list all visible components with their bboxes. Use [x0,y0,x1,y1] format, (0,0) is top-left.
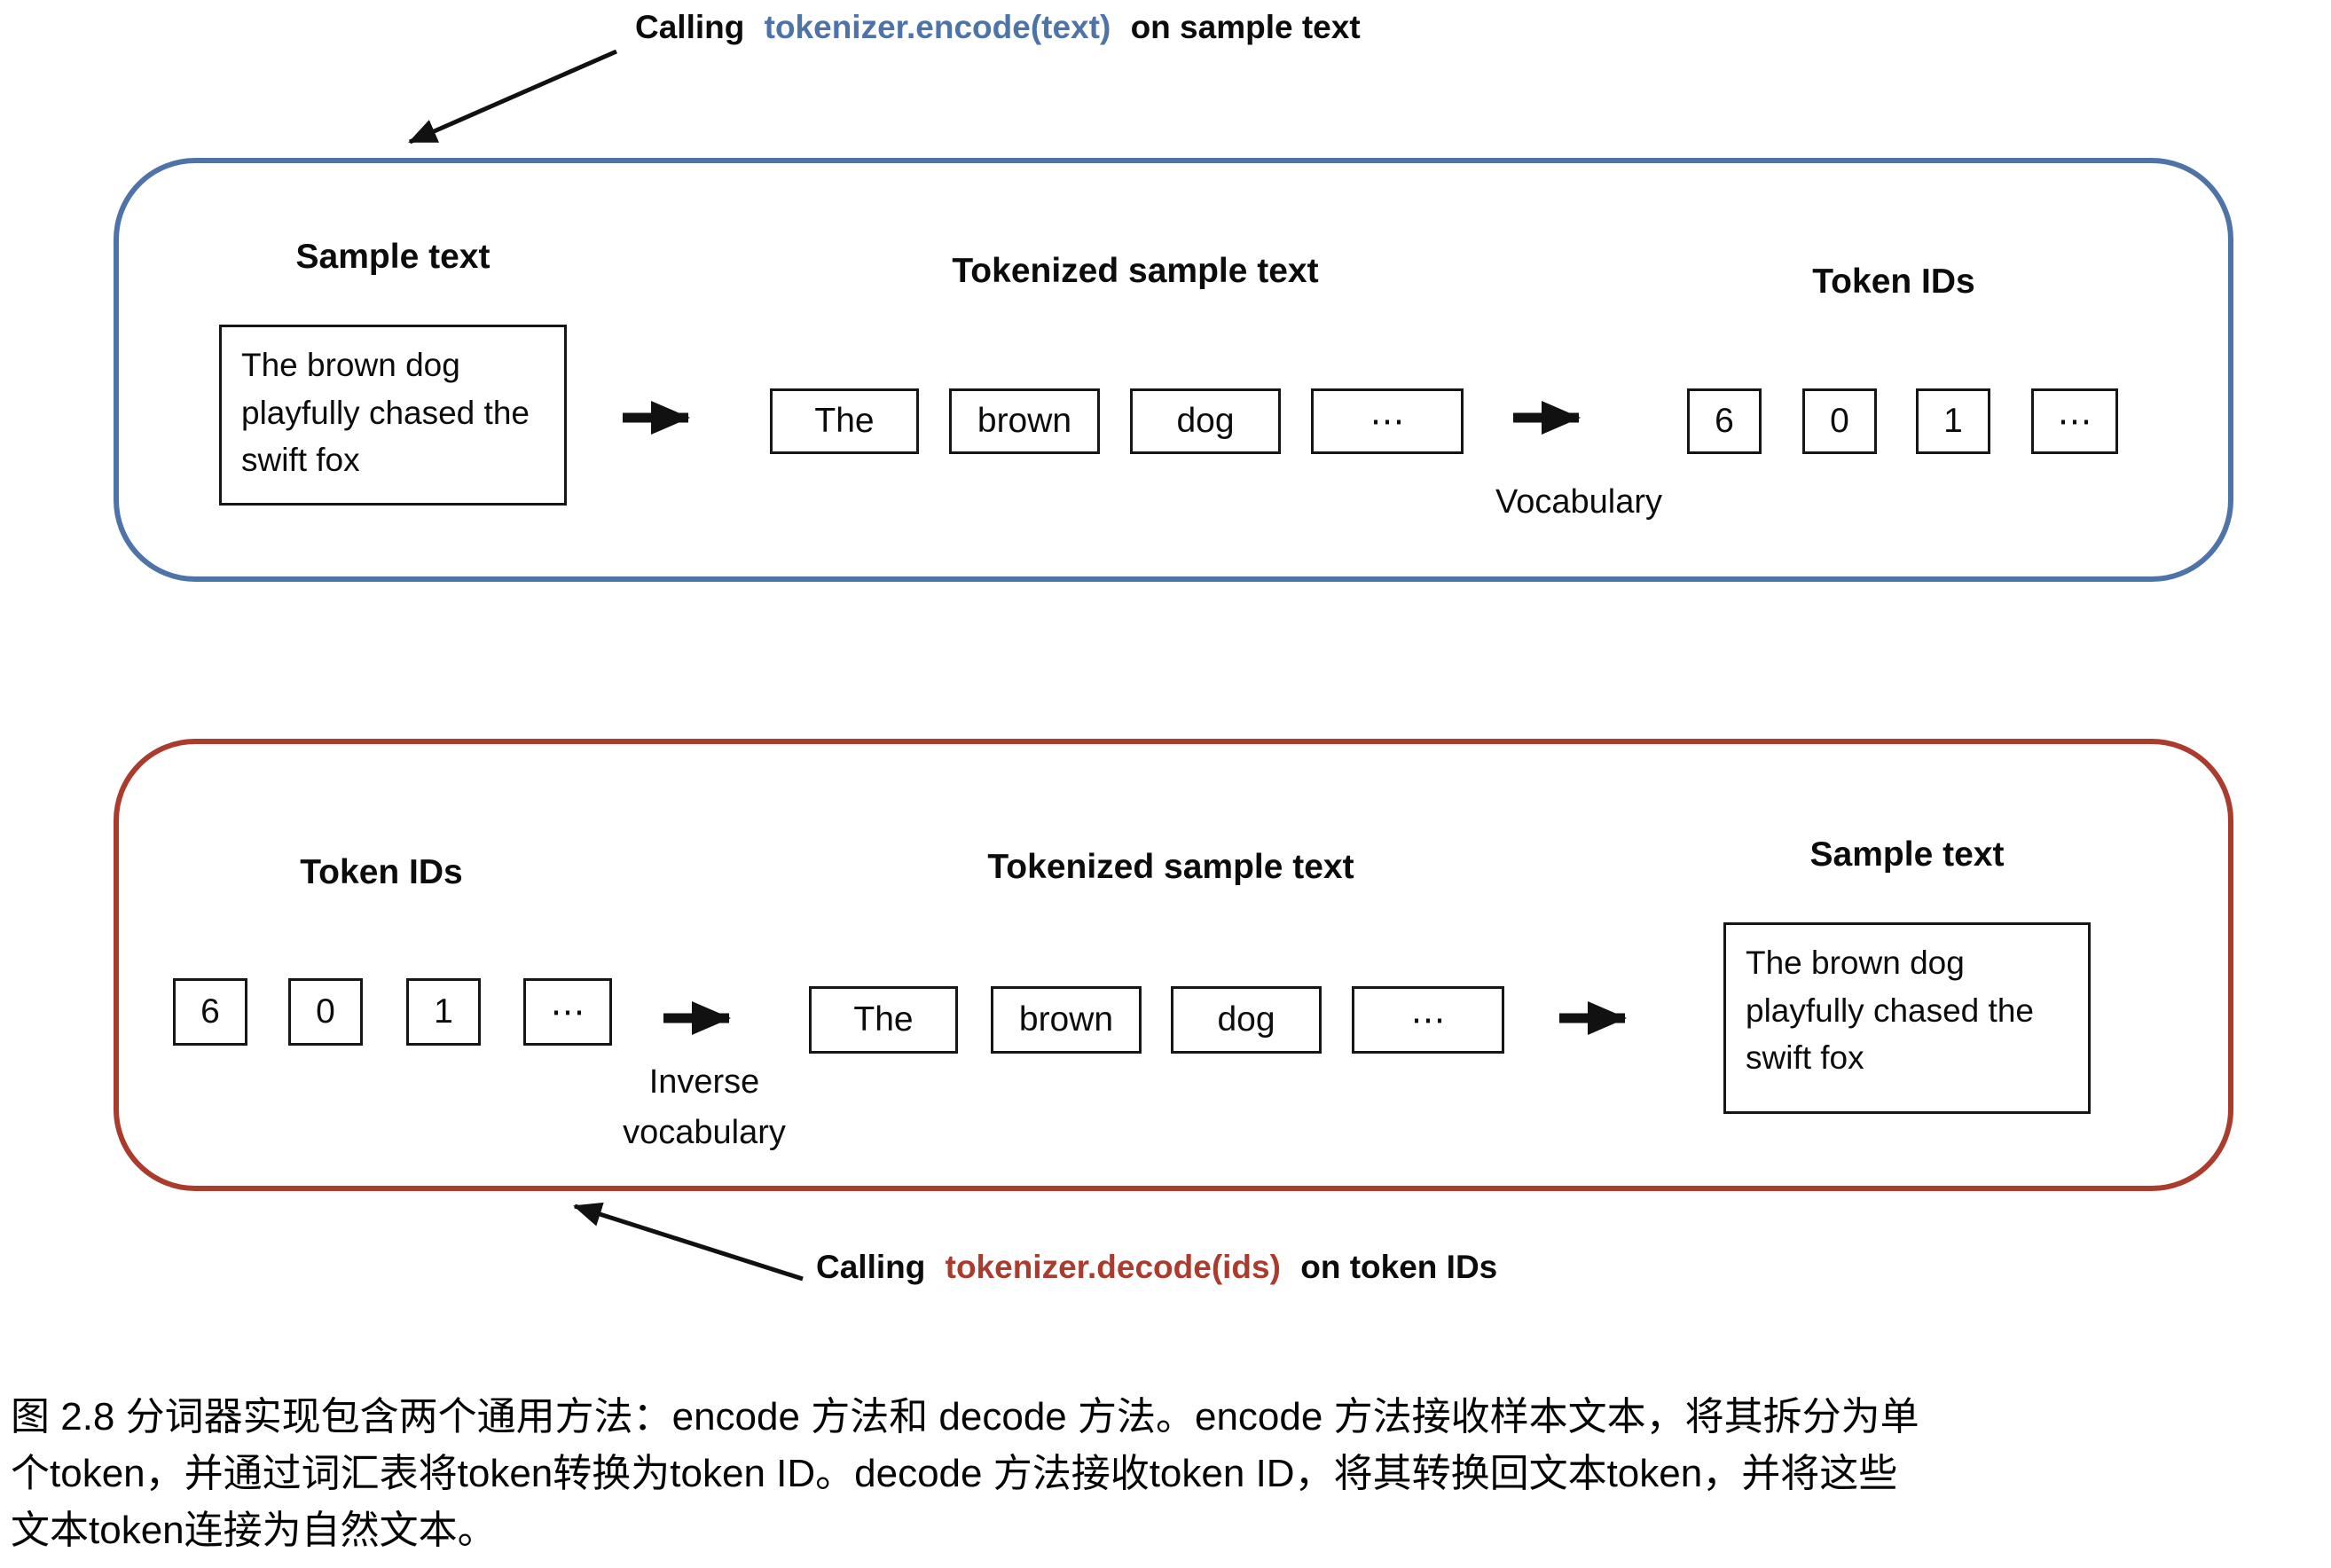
decode-token-ellipsis: ⋯ [1352,986,1504,1054]
decode-annotation: Calling tokenizer.decode(ids) on token I… [816,1249,1497,1286]
decode-token-brown: brown [991,986,1142,1054]
decode-id-1: 1 [406,978,481,1046]
encode-annotation-prefix: Calling [635,9,745,45]
decode-token-dog: dog [1171,986,1322,1054]
decode-sample-text-box: The brown dog playfully chased the swift… [1723,922,2091,1114]
decode-token-ids-heading: Token IDs [300,853,463,891]
encode-sample-text-heading: Sample text [295,238,491,276]
encode-token-dog: dog [1130,388,1281,454]
decode-token-the: The [809,986,958,1054]
decode-id-0: 0 [288,978,363,1046]
decode-method-code: tokenizer.decode(ids) [945,1249,1281,1285]
encode-id-6: 6 [1687,388,1762,454]
encode-sample-text-box: The brown dog playfully chased the swift… [219,325,567,506]
encode-token-ellipsis: ⋯ [1311,388,1464,454]
decode-annotation-arrow [573,1202,804,1282]
inverse-vocabulary-label: Inverse vocabulary [623,1063,786,1151]
encode-tokenized-heading: Tokenized sample text [952,252,1319,290]
encode-id-1: 1 [1916,388,1990,454]
encode-token-the: The [770,388,919,454]
encode-id-0: 0 [1802,388,1877,454]
decode-annotation-suffix: on token IDs [1300,1249,1498,1285]
vocabulary-label: Vocabulary [1495,483,1662,521]
encode-annotation-arrow [408,49,618,145]
encode-id-ellipsis: ⋯ [2031,388,2118,454]
encode-annotation-suffix: on sample text [1130,9,1361,45]
encode-token-ids-heading: Token IDs [1812,263,1975,301]
encode-token-brown: brown [949,388,1100,454]
decode-sample-text-heading: Sample text [1809,835,2005,874]
figure-caption: 图 2.8 分词器实现包含两个通用方法：encode 方法和 decode 方法… [11,1389,2326,1558]
encode-method-code: tokenizer.encode(text) [764,9,1111,45]
decode-id-6: 6 [173,978,247,1046]
decode-tokenized-heading: Tokenized sample text [987,848,1354,886]
decode-annotation-prefix: Calling [816,1249,926,1285]
caption-line-2: 个token，并通过词汇表将token转换为token ID。decode 方法… [11,1451,1898,1495]
caption-line-3: 文本token连接为自然文本。 [11,1508,497,1552]
caption-line-1: 图 2.8 分词器实现包含两个通用方法：encode 方法和 decode 方法… [11,1395,1919,1439]
encode-annotation: Calling tokenizer.encode(text) on sample… [635,9,1361,46]
decode-id-ellipsis: ⋯ [523,978,612,1046]
